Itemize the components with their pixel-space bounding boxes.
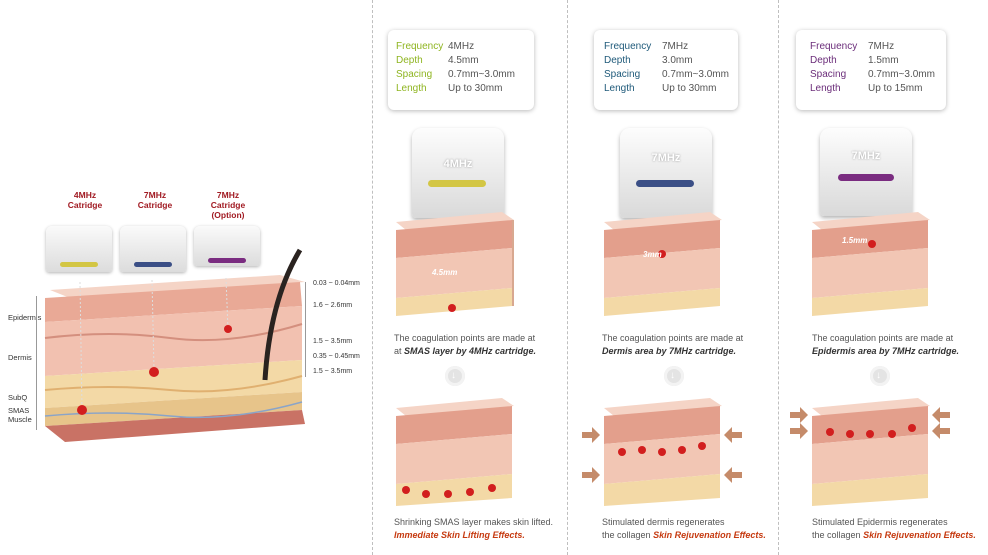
coagulation-point: [488, 484, 496, 492]
down-arrow-icon: ↓: [870, 366, 890, 386]
coagulation-point: [77, 405, 87, 415]
pressure-arrow-icon: [582, 467, 600, 483]
coagulation-point: [618, 448, 626, 456]
layer-epidermis: Epidermis: [8, 313, 42, 322]
skin-cross-section: [604, 212, 722, 316]
layer-dermis: Dermis: [8, 353, 32, 362]
down-arrow-icon: ↓: [664, 366, 684, 386]
coagulation-point: [868, 240, 876, 248]
cartridge-label-7mhz: 7MHz Catridge: [137, 190, 173, 210]
layer-subq: SubQ: [8, 393, 28, 402]
measure-bracket: [305, 282, 306, 377]
measurement: 1.5 ~ 3.5mm: [313, 368, 353, 375]
cartridge-icon: 7MHz: [620, 128, 712, 218]
caption: The coagulation points are made at Dermi…: [602, 333, 744, 356]
layer-bracket: [36, 296, 37, 430]
cartridge-label-4mhz: 4MHz Catridge: [67, 190, 103, 210]
skin-cross-section: [790, 398, 950, 506]
coagulation-point: [448, 304, 456, 312]
coagulation-point: [638, 446, 646, 454]
depth-label: 1.5mm: [842, 236, 868, 245]
panel-divider: [567, 0, 568, 555]
panel-divider: [372, 0, 373, 555]
pressure-arrow-icon: [724, 467, 742, 483]
result-text: Shrinking SMAS layer makes skin lifted. …: [394, 517, 554, 540]
measurement: 0.03 ~ 0.04mm: [313, 280, 360, 287]
caption: The coagulation points are made at Epide…: [812, 333, 960, 356]
cartridge-icon: [46, 226, 112, 272]
measurement: 1.5 ~ 3.5mm: [313, 338, 353, 345]
coagulation-point: [444, 490, 452, 498]
panel-divider: [778, 0, 779, 555]
skin-cross-section: [44, 248, 305, 442]
caption: The coagulation points are made at at SM…: [394, 333, 537, 356]
pressure-arrow-icon: [932, 407, 950, 423]
skin-cross-section: [582, 398, 742, 506]
coagulation-point: [698, 442, 706, 450]
coagulation-point: [846, 430, 854, 438]
cartridge-label-7mhz-option: 7MHz Catridge (Option): [210, 190, 246, 220]
skin-cross-section: [396, 212, 514, 316]
coagulation-point: [224, 325, 232, 333]
result-text: Stimulated dermis regenerates the collag…: [602, 517, 766, 540]
coagulation-point: [402, 486, 410, 494]
measurement: 1.6 ~ 2.6mm: [313, 302, 353, 309]
pressure-arrow-icon: [790, 423, 808, 439]
down-arrow-icon: ↓: [445, 366, 465, 386]
coagulation-point: [466, 488, 474, 496]
pressure-arrow-icon: [932, 423, 950, 439]
coagulation-point: [678, 446, 686, 454]
coagulation-point: [866, 430, 874, 438]
coagulation-point: [658, 448, 666, 456]
cartridge-icon: [120, 226, 186, 272]
coagulation-point: [908, 424, 916, 432]
depth-label: 3mm: [643, 250, 662, 259]
coagulation-point: [149, 367, 159, 377]
measurement: 0.35 ~ 0.45mm: [313, 353, 360, 360]
coagulation-point: [826, 428, 834, 436]
pressure-arrow-icon: [582, 427, 600, 443]
cartridge-icon: 4MHz: [412, 128, 504, 218]
coagulation-point: [422, 490, 430, 498]
depth-label: 4.5mm: [432, 268, 458, 277]
pressure-arrow-icon: [790, 407, 808, 423]
cartridge-icon: [194, 226, 260, 266]
pressure-arrow-icon: [724, 427, 742, 443]
result-text: Stimulated Epidermis regenerates the col…: [812, 517, 976, 540]
layer-smas-muscle: SMAS Muscle: [8, 406, 32, 424]
coagulation-point: [658, 250, 666, 258]
skin-cross-section: [396, 398, 514, 506]
skin-cross-section: [812, 212, 930, 316]
cartridge-icon: 7MHz: [820, 128, 912, 216]
coagulation-point: [888, 430, 896, 438]
